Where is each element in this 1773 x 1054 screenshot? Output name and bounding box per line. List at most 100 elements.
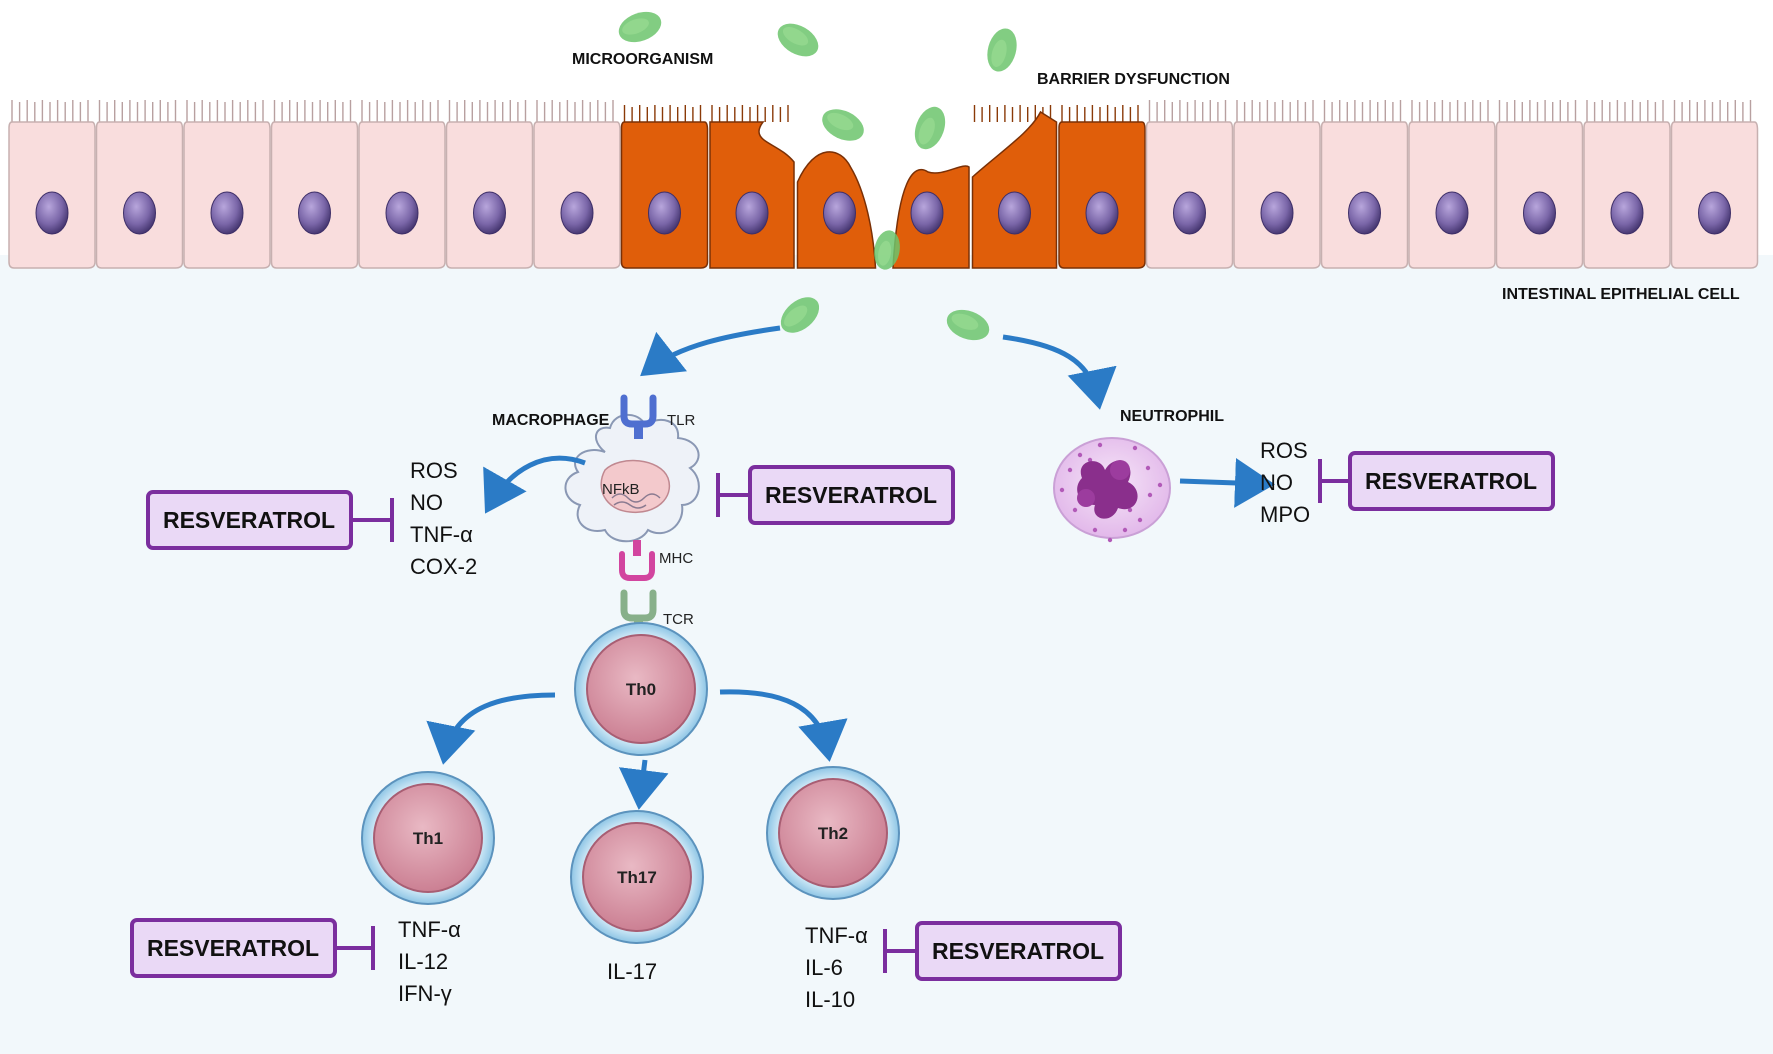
label-microorganism: MICROORGANISM bbox=[572, 51, 713, 68]
nucleus-icon bbox=[910, 191, 944, 235]
arrow-to-neutrophil bbox=[1002, 334, 1117, 410]
nucleus-icon bbox=[1348, 191, 1381, 235]
damaged-epithelial-cell bbox=[971, 105, 1058, 269]
arrow-neutrophil-mediators bbox=[1179, 457, 1275, 508]
mediator-text: MPO bbox=[1260, 502, 1310, 527]
label-nfkb: NFkB bbox=[602, 481, 640, 498]
label-macrophage: MACROPHAGE bbox=[492, 412, 610, 429]
granule-dot bbox=[1072, 507, 1078, 513]
macrophage-cell bbox=[564, 413, 700, 543]
nucleus-icon bbox=[648, 191, 681, 235]
nucleus-icon bbox=[385, 191, 419, 235]
damaged-epithelial-cell bbox=[620, 105, 709, 269]
epithelial-cell bbox=[1233, 100, 1321, 269]
epithelial-cell bbox=[95, 100, 184, 269]
mhc-stem bbox=[633, 540, 641, 556]
resveratrol-label: RESVERATROL bbox=[163, 507, 335, 533]
mediator-text: TNF-α bbox=[410, 522, 473, 547]
tlr-stem bbox=[634, 423, 643, 439]
nucleus-icon bbox=[735, 191, 769, 235]
label-mhc: MHC bbox=[659, 550, 693, 567]
granule-dot bbox=[1067, 467, 1073, 473]
granule-dot bbox=[1097, 442, 1103, 448]
label-barrier-dysfunction: BARRIER DYSFUNCTION bbox=[1037, 71, 1230, 88]
nucleus-icon bbox=[1085, 191, 1119, 235]
nucleus-icon bbox=[123, 191, 156, 235]
epithelial-cell bbox=[533, 100, 621, 269]
arrow-to-macrophage bbox=[640, 325, 781, 377]
mediator-text: COX-2 bbox=[410, 554, 477, 579]
label-tcr: TCR bbox=[663, 611, 694, 628]
nucleus-icon bbox=[1435, 191, 1469, 235]
epithelial-cell bbox=[445, 100, 534, 269]
granule-dot bbox=[1059, 487, 1065, 493]
granule-dot bbox=[1147, 492, 1153, 498]
damaged-epithelial-cell bbox=[1058, 105, 1146, 269]
resveratrol-label: RESVERATROL bbox=[1365, 468, 1537, 494]
nucleus-icon bbox=[298, 191, 331, 235]
th1-label: Th1 bbox=[413, 829, 443, 848]
arrow-th0-th2 bbox=[719, 689, 848, 762]
resveratrol-label: RESVERATROL bbox=[765, 482, 937, 508]
macrophage-mediators: ROS NO TNF-α COX-2 bbox=[410, 458, 477, 579]
nucleus-icon bbox=[1260, 191, 1294, 235]
nucleus-icon bbox=[998, 191, 1031, 235]
th2-cell: Th2 bbox=[766, 766, 900, 900]
th2-label: Th2 bbox=[818, 824, 848, 843]
th17-mediator-text: IL-17 bbox=[607, 959, 657, 984]
epithelial-cell bbox=[1670, 100, 1759, 269]
resveratrol-box-th2: RESVERATROL bbox=[883, 921, 1122, 981]
th1-mediators: TNF-α IL-12 IFN-γ bbox=[398, 917, 461, 1006]
epithelial-cell bbox=[270, 100, 359, 269]
granule-dot bbox=[1122, 527, 1128, 533]
damaged-epithelial-cell bbox=[709, 105, 795, 269]
th2-mediators: TNF-α IL-6 IL-10 bbox=[805, 923, 868, 1012]
granule-dot bbox=[1132, 445, 1138, 451]
resveratrol-label: RESVERATROL bbox=[147, 935, 319, 961]
epithelial-cell bbox=[1145, 100, 1234, 269]
granule-dot bbox=[1077, 452, 1083, 458]
granule-dot bbox=[1087, 457, 1093, 463]
resveratrol-label: RESVERATROL bbox=[932, 938, 1104, 964]
mediator-text: TNF-α bbox=[805, 923, 868, 948]
th17-label: Th17 bbox=[617, 868, 657, 887]
resveratrol-box-macrophage-right: RESVERATROL bbox=[716, 465, 955, 525]
th0-cell: Th0 bbox=[574, 622, 708, 756]
mediator-text: TNF-α bbox=[398, 917, 461, 942]
epithelial-layer bbox=[8, 100, 1759, 269]
arrow-macrophage-mediators bbox=[483, 455, 586, 514]
nucleus-icon bbox=[823, 191, 856, 235]
nucleus-icon bbox=[1698, 191, 1731, 235]
arrow-th0-th17 bbox=[618, 759, 669, 810]
label-neutrophil: NEUTROPHIL bbox=[1120, 408, 1224, 425]
resveratrol-box-neutrophil: RESVERATROL bbox=[1318, 451, 1555, 511]
nucleus-icon bbox=[1173, 191, 1206, 235]
epithelial-cell bbox=[8, 100, 96, 269]
th17-cell: Th17 bbox=[570, 810, 704, 944]
nucleus-icon bbox=[473, 191, 506, 235]
mediator-text: IL-6 bbox=[805, 955, 843, 980]
nucleus-icon bbox=[35, 191, 69, 235]
mediator-text: IFN-γ bbox=[398, 981, 452, 1006]
epithelial-cell bbox=[358, 100, 446, 269]
mediator-text: ROS bbox=[410, 458, 458, 483]
mediator-text: NO bbox=[1260, 470, 1293, 495]
th0-label: Th0 bbox=[626, 680, 656, 699]
nucleus-icon bbox=[210, 191, 244, 235]
resveratrol-box-th1: RESVERATROL bbox=[130, 918, 375, 978]
mediator-text: IL-12 bbox=[398, 949, 448, 974]
epithelial-cell bbox=[1583, 100, 1671, 269]
mhc-receptor-icon bbox=[619, 551, 655, 581]
resveratrol-box-macrophage-left: RESVERATROL bbox=[146, 490, 394, 550]
neutrophil-cell bbox=[1053, 437, 1171, 543]
granule-dot bbox=[1107, 537, 1113, 543]
nucleus-icon bbox=[1523, 191, 1556, 235]
epithelial-cell bbox=[1408, 100, 1496, 269]
granule-dot bbox=[1127, 507, 1133, 513]
granule-dot bbox=[1157, 482, 1163, 488]
mediator-text: ROS bbox=[1260, 438, 1308, 463]
th1-cell: Th1 bbox=[361, 771, 495, 905]
granule-dot bbox=[1092, 527, 1098, 533]
